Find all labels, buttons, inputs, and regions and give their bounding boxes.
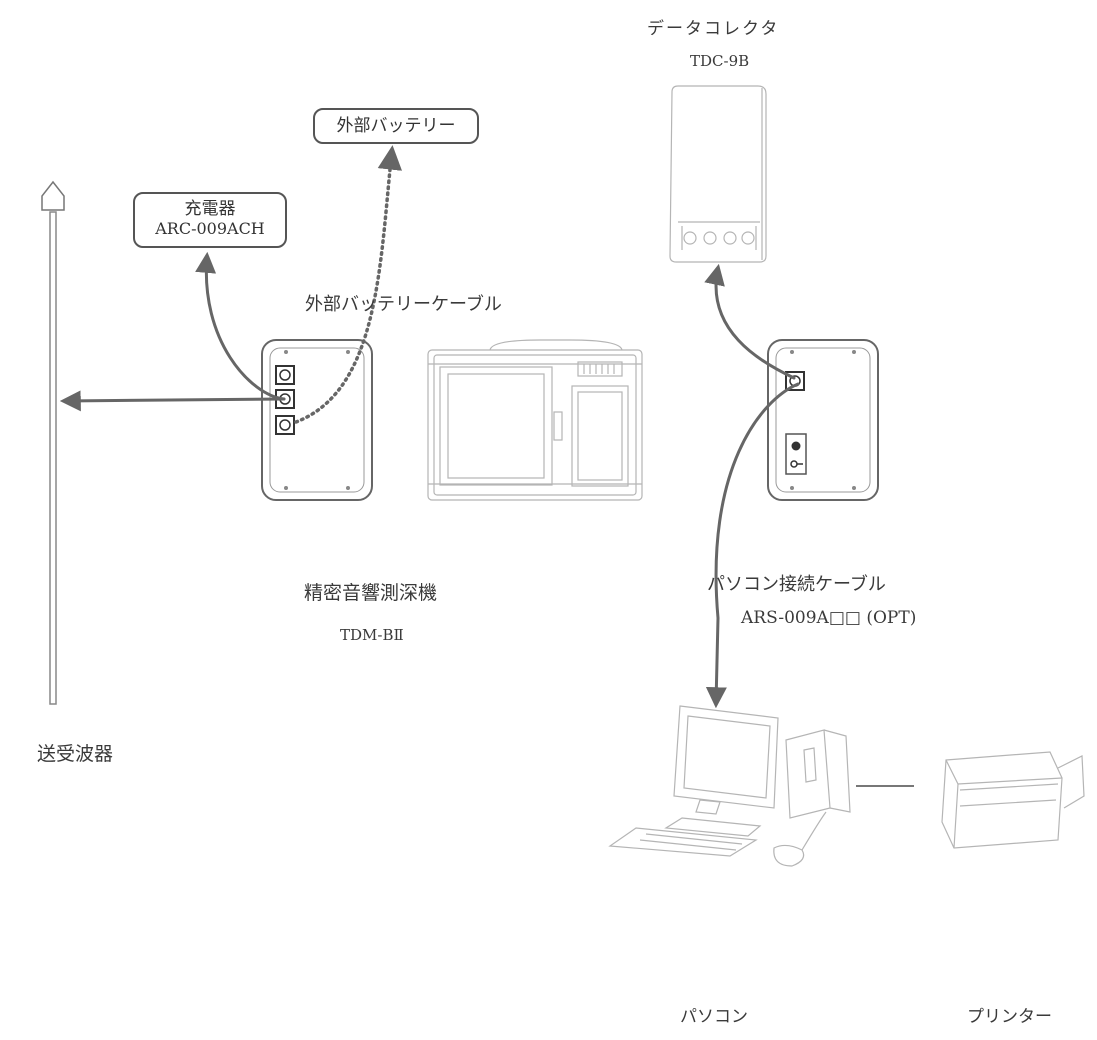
pc-cable-label: パソコン接続ケーブル <box>707 574 886 595</box>
charger-cable <box>195 251 286 401</box>
printer-label: プリンター <box>967 1007 1052 1027</box>
charger-box: 充電器 ARC-009ACH <box>133 192 287 248</box>
pc-label: パソコン <box>680 1007 748 1027</box>
printer-illustration <box>941 751 1085 849</box>
external-battery-box: 外部バッテリー <box>313 108 479 144</box>
cables <box>59 145 800 709</box>
charger-model: ARC-009ACH <box>155 219 265 238</box>
data-collector-cable <box>704 263 796 380</box>
port-1 <box>275 365 295 385</box>
data-collector-device <box>669 85 767 263</box>
echo-sounder-display-unit <box>427 339 643 501</box>
echo-sounder-model: TDM-BⅡ <box>340 626 404 644</box>
data-collector-junction-box <box>767 339 879 501</box>
transducer-label: 送受波器 <box>37 743 114 765</box>
transducer-cable <box>59 390 286 412</box>
external-battery-label: 外部バッテリー <box>336 116 456 136</box>
external-battery-cable-label: 外部バッテリーケーブル <box>305 294 502 315</box>
charger-label: 充電器 <box>184 199 236 219</box>
data-collector-model: TDC-9B <box>690 52 750 70</box>
pc-cable-model: ARS-009A□□ (OPT) <box>741 608 917 628</box>
pc-illustration <box>608 705 851 867</box>
data-collector-label: データコレクタ <box>647 19 780 39</box>
transducer-pole <box>41 180 65 705</box>
pc-cable <box>705 382 800 709</box>
port-3 <box>275 415 295 435</box>
echo-sounder-label: 精密音響測深機 <box>304 582 438 604</box>
external-battery-cable <box>294 145 403 424</box>
